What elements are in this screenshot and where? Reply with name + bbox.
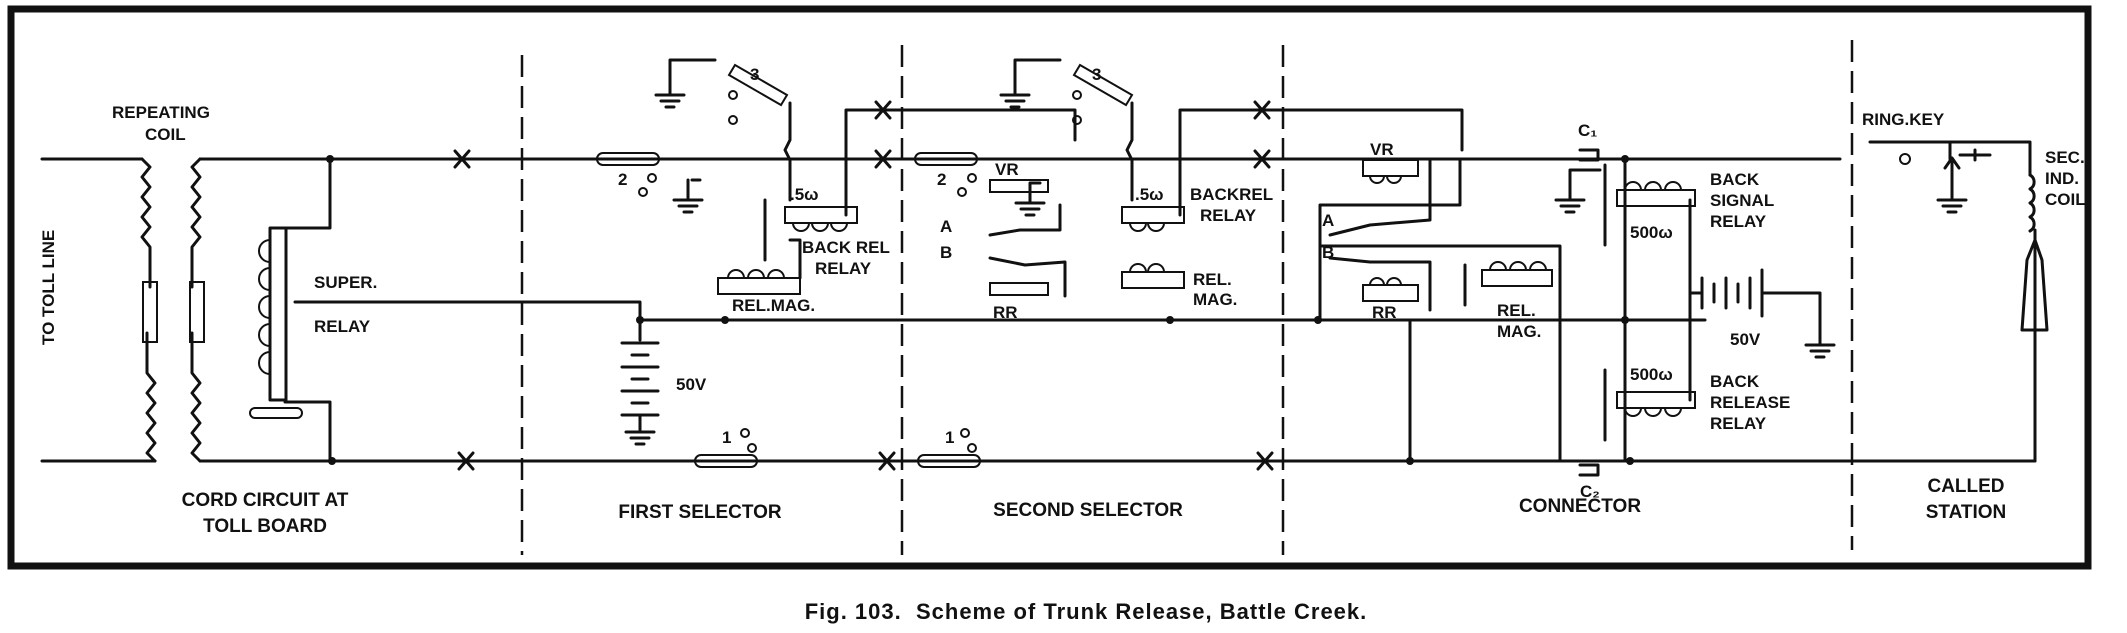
resist-first: .5ω <box>790 185 819 204</box>
battery-label-connector: 50V <box>1730 330 1761 349</box>
rel-mag-second: REL. <box>1193 270 1232 289</box>
section-called-station: CALLED <box>1927 476 2004 497</box>
receiver-icon <box>2020 238 2049 332</box>
section-dividers <box>520 40 1854 555</box>
condenser-left <box>142 281 158 343</box>
figure-caption: Fig. 103. Scheme of Trunk Release, Battl… <box>805 599 1368 624</box>
section-cord-circuit-2: TOLL BOARD <box>203 516 327 537</box>
relay-label: RELAY <box>314 317 371 336</box>
back-rel-relay-second: BACKREL <box>1190 185 1273 204</box>
rel-mag-first: REL.MAG. <box>732 296 815 315</box>
back-signal-relay: BACK <box>1710 170 1760 189</box>
battery-connector <box>1688 268 1836 359</box>
rel-mag-second-2: MAG. <box>1193 290 1237 309</box>
r500-top: 500ω <box>1630 223 1673 242</box>
vr-connector: VR <box>1370 140 1394 159</box>
bank-3-first: 3 <box>750 65 759 84</box>
wipers <box>596 63 1134 468</box>
vr-second: VR <box>995 160 1019 179</box>
back-release-relay: BACK <box>1710 372 1760 391</box>
bank-1-second: 1 <box>945 428 954 447</box>
sec-ind-coil: SEC. <box>2045 148 2085 167</box>
junction-dots <box>326 155 1634 465</box>
section-second-selector: SECOND SELECTOR <box>993 500 1183 521</box>
repeating-coil-label: REPEATING <box>112 103 210 122</box>
a-second: A <box>940 217 952 236</box>
b-second: B <box>940 243 952 262</box>
toll-line-label: TO TOLL LINE <box>39 230 58 345</box>
back-signal-relay-3: RELAY <box>1710 212 1767 231</box>
back-rel-relay-second-2: RELAY <box>1200 206 1257 225</box>
diagram-frame <box>7 5 2092 570</box>
sec-ind-coil-3: COIL <box>2045 190 2086 209</box>
called-station-set <box>1899 148 2049 332</box>
section-connector: CONNECTOR <box>1519 496 1641 517</box>
back-signal-relay-2: SIGNAL <box>1710 191 1774 210</box>
bank-contacts <box>638 90 1082 453</box>
back-rel-relay-first-2: RELAY <box>815 259 872 278</box>
back-release-relay-2: RELEASE <box>1710 393 1790 412</box>
rel-mag-connector-2: MAG. <box>1497 322 1541 341</box>
repeating-coil-label-2: COIL <box>145 125 186 144</box>
section-first-selector: FIRST SELECTOR <box>618 502 782 523</box>
supervisory-relay <box>249 226 303 419</box>
ring-key-label: RING.KEY <box>1862 110 1945 129</box>
super-label: SUPER. <box>314 273 377 292</box>
cut-points <box>453 100 1274 471</box>
battery-first <box>620 318 660 446</box>
relay-coils <box>717 148 1696 477</box>
ground-symbols <box>654 58 1968 217</box>
b-connector: B <box>1322 243 1334 262</box>
condenser-right <box>189 281 205 343</box>
rr-connector: RR <box>1372 303 1397 322</box>
rr-second: RR <box>993 303 1018 322</box>
battery-label-first: 50V <box>676 375 707 394</box>
c1-label: C₁ <box>1578 121 1597 140</box>
section-called-station-2: STATION <box>1926 502 2007 523</box>
back-rel-relay-first: BACK REL <box>802 238 890 257</box>
bank-2-first: 2 <box>618 170 627 189</box>
bank-3-second: 3 <box>1092 65 1101 84</box>
back-release-relay-3: RELAY <box>1710 414 1767 433</box>
bank-2-second: 2 <box>937 170 946 189</box>
rel-mag-connector: REL. <box>1497 301 1536 320</box>
resist-second: .5ω <box>1135 185 1164 204</box>
c2-label: C₂ <box>1580 482 1600 501</box>
section-cord-circuit: CORD CIRCUIT AT <box>182 490 349 511</box>
repeating-coil <box>140 157 205 463</box>
bank-1-first: 1 <box>722 428 731 447</box>
r500-bottom: 500ω <box>1630 365 1673 384</box>
sec-ind-coil-2: IND. <box>2045 169 2079 188</box>
a-connector: A <box>1322 211 1334 230</box>
